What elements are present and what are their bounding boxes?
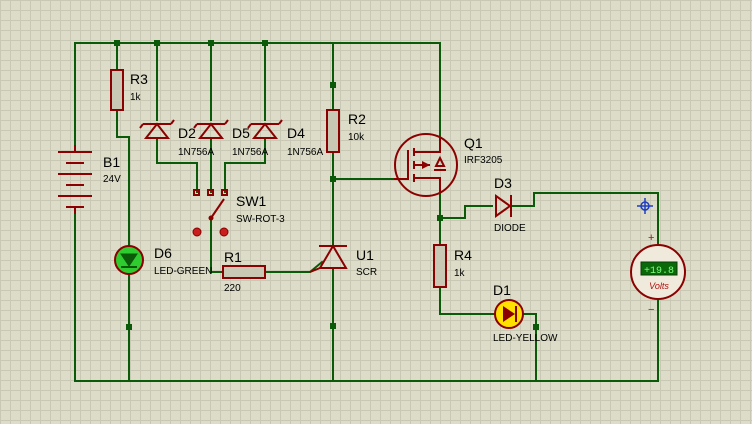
- d5-value: 1N756A: [232, 147, 268, 158]
- led-d6[interactable]: D6 LED-GREEN: [114, 245, 212, 277]
- switch-button-left[interactable]: [192, 227, 202, 237]
- voltmeter-reading: +19.8: [644, 266, 674, 277]
- d2-value: 1N756A: [178, 147, 214, 158]
- b1-value: 24V: [103, 174, 121, 185]
- u1-ref: U1: [356, 247, 374, 263]
- sw1-ref: SW1: [236, 193, 267, 209]
- battery-b1[interactable]: B1 24V: [58, 145, 121, 214]
- resistor-r3[interactable]: R3 1k: [110, 69, 148, 111]
- d5-ref: D5: [232, 125, 250, 141]
- voltmeter-display: [640, 261, 678, 276]
- zener-d2[interactable]: D2 1N756A: [139, 119, 214, 158]
- resistor-r4[interactable]: R4 1k: [433, 244, 472, 288]
- d3-ref: D3: [494, 175, 512, 191]
- voltmeter-minus-label: −: [648, 304, 654, 316]
- scr-u1[interactable]: U1 SCR: [309, 244, 377, 278]
- r1-ref: R1: [224, 249, 242, 265]
- d1-value: LED-YELLOW: [493, 333, 558, 344]
- d1-ref: D1: [493, 282, 511, 298]
- d6-value: LED-GREEN: [154, 266, 212, 277]
- u1-value: SCR: [356, 267, 377, 278]
- r4-ref: R4: [454, 247, 472, 263]
- r2-ref: R2: [348, 111, 366, 127]
- r3-ref: R3: [130, 71, 148, 87]
- d6-ref: D6: [154, 245, 172, 261]
- wires: [74, 42, 659, 382]
- junctions: [114, 40, 539, 330]
- diode-d3[interactable]: D3 DIODE: [494, 175, 526, 234]
- r3-value: 1k: [130, 92, 142, 103]
- crosshair-icon[interactable]: [637, 198, 653, 214]
- mosfet-q1[interactable]: Q1 IRF3205: [394, 133, 503, 197]
- d4-value: 1N756A: [287, 147, 323, 158]
- zener-d5[interactable]: D5 1N756A: [193, 119, 268, 158]
- switch-button-right[interactable]: [219, 227, 229, 237]
- q1-ref: Q1: [464, 135, 483, 151]
- resistor-r1[interactable]: R1 220: [222, 249, 266, 294]
- voltmeter[interactable]: +19.8 Volts + −: [630, 232, 686, 316]
- voltmeter-plus-label: +: [648, 232, 654, 244]
- q1-value: IRF3205: [464, 155, 503, 166]
- d4-ref: D4: [287, 125, 305, 141]
- sw1-value: SW-ROT-3: [236, 214, 285, 225]
- r2-value: 10k: [348, 132, 365, 143]
- d3-value: DIODE: [494, 223, 526, 234]
- zener-d4[interactable]: D4 1N756A: [247, 119, 323, 158]
- b1-ref: B1: [103, 154, 120, 170]
- d2-ref: D2: [178, 125, 196, 141]
- led-d1[interactable]: D1 LED-YELLOW: [493, 282, 558, 344]
- r1-value: 220: [224, 283, 241, 294]
- r4-value: 1k: [454, 268, 466, 279]
- rotary-switch-sw1[interactable]: SW1 SW-ROT-3: [192, 189, 285, 237]
- voltmeter-unit-label: Volts: [649, 281, 669, 291]
- resistor-r2[interactable]: R2 10k: [326, 109, 366, 153]
